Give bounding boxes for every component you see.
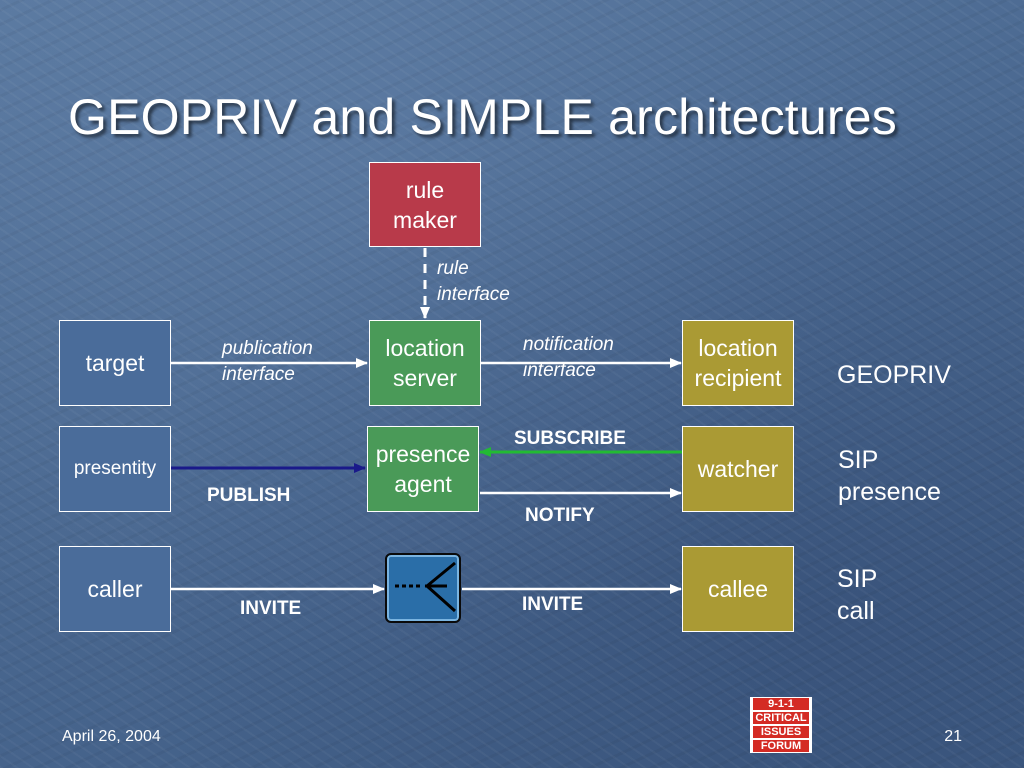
presentity-node: presentity [59,426,171,512]
subscribe-label: SUBSCRIBE [514,428,626,449]
publication-interface-label: publication interface [222,338,313,385]
logo-line-2: CRITICAL [753,712,809,724]
callee-node: callee [682,546,794,632]
rule-interface-label: rule interface [437,258,510,305]
notify-label: NOTIFY [525,505,595,526]
footer-date: April 26, 2004 [62,728,161,745]
notification-interface-label: notification interface [523,334,614,381]
invite-left-label: INVITE [240,598,302,619]
row-label-sip-call: SIP call [837,565,878,625]
proxy-glyph-icon [395,561,456,613]
forum-logo: 9-1-1 CRITICAL ISSUES FORUM [750,697,812,753]
slide-title: GEOPRIV and SIMPLE architectures [68,89,897,145]
watcher-node: watcher [682,426,794,512]
invite-right-label: INVITE [522,594,584,615]
logo-line-4: FORUM [753,740,809,752]
publish-label: PUBLISH [207,485,291,506]
page-number: 21 [944,728,962,745]
row-label-geopriv: GEOPRIV [837,361,951,389]
logo-line-3: ISSUES [753,726,809,738]
row-label-sip-presence: SIP presence [838,446,941,506]
target-node: target [59,320,171,406]
caller-node: caller [59,546,171,632]
sip-proxy-icon [385,553,461,623]
logo-line-1: 9-1-1 [753,698,809,710]
